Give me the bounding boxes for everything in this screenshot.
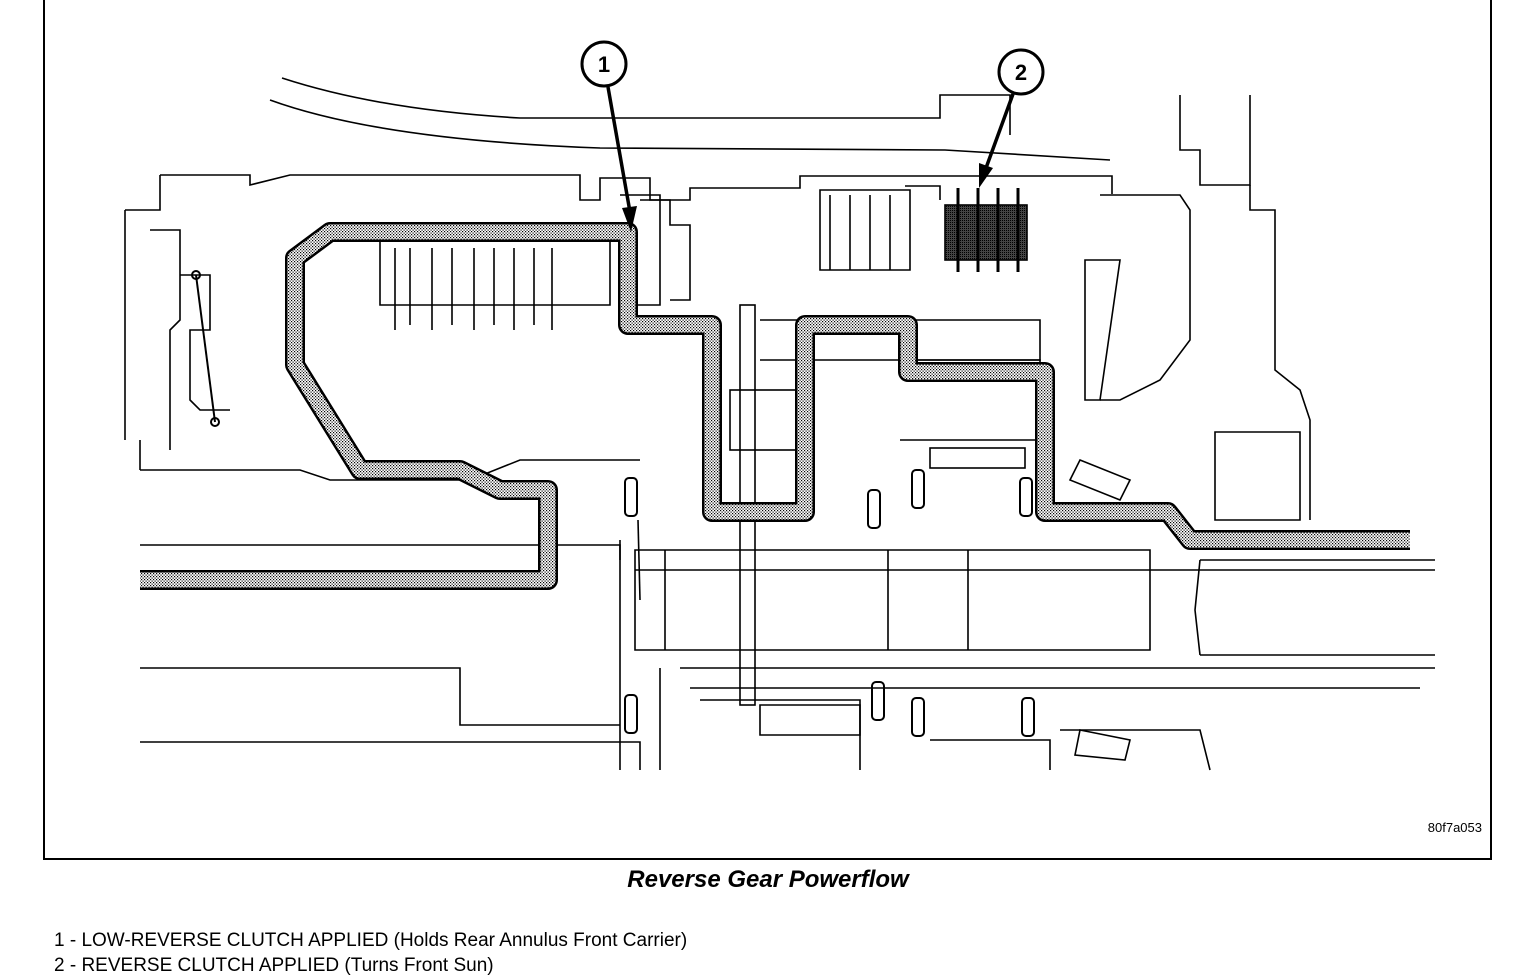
housing-outlines [124,77,1435,771]
callout-1-number: 1 [598,52,610,77]
legend-item: 1 - LOW-REVERSE CLUTCH APPLIED (Holds Re… [54,930,688,951]
legend: 1 - LOW-REVERSE CLUTCH APPLIED (Holds Re… [54,928,687,978]
legend-item: 2 - REVERSE CLUTCH APPLIED (Turns Front … [54,955,494,976]
callout-1: 1 [580,40,637,232]
band-servo-link [191,270,220,427]
callout-2: 2 [979,48,1045,188]
figure-id: 80f7a053 [1427,820,1482,835]
transmission-cross-section-diagram: 1 2 [124,40,1435,771]
seal-rings [624,469,1035,737]
callout-2-number: 2 [1015,60,1027,85]
powerflow-path-low-reverse [140,222,1410,590]
reverse-clutch-plates [944,188,1028,272]
figure-caption: Reverse Gear Powerflow [627,866,909,893]
clutch-pack-low-reverse [379,194,691,330]
clutch-pack-reverse [819,185,941,271]
